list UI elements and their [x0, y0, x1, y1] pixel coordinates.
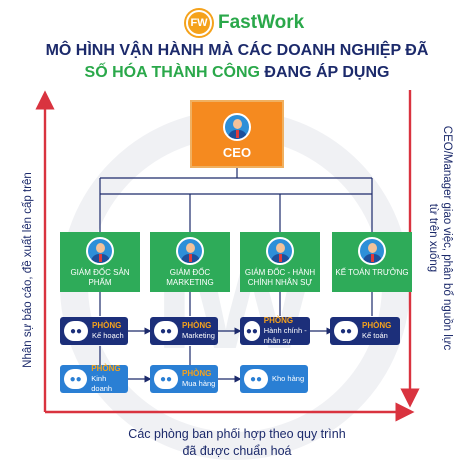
dept-name: Marketing [182, 331, 215, 340]
right-label-line2: từ trên xuống [427, 203, 439, 273]
manager-label: Giám đốc sản phẩm [70, 268, 130, 287]
left-side-label: Nhân sự báo cáo, đề xuất lên cấp trên [22, 172, 34, 368]
dept-head: PHÒNG [182, 369, 212, 378]
manager-box-hr: Giám đốc - hành chính nhân sự [240, 232, 320, 292]
logo-mark-icon: FW [186, 10, 212, 36]
manager-label: Kế toán trưởng [335, 268, 409, 277]
right-side-label: CEO/Manager giao việc, phân bổ nguồn lực… [426, 126, 454, 350]
dept-link-arrows [128, 327, 334, 383]
title-rest: ĐANG ÁP DỤNG [259, 64, 390, 81]
dept-head: PHÒNG [182, 321, 212, 330]
ceo-label: CEO [222, 145, 252, 160]
dept-name: Mua hàng [182, 379, 216, 388]
team-icon: ●● [244, 321, 260, 341]
manager-box-product: Giám đốc sản phẩm [60, 232, 140, 292]
team-icon: ●● [334, 321, 358, 341]
right-label-line1: CEO/Manager giao việc, phân bổ nguồn lực [441, 125, 453, 351]
bottom-caption-line1: Các phòng ban phối hợp theo quy trình [128, 427, 346, 441]
team-icon: ●● [154, 369, 178, 389]
logo-text: FastWork [218, 12, 305, 33]
manager-label: Giám đốc marketing [166, 268, 214, 287]
team-icon: ●● [244, 369, 268, 389]
team-icon: ●● [64, 369, 88, 389]
manager-avatar-icon [86, 237, 114, 265]
dept-name: Kế toán [362, 331, 388, 340]
manager-avatar-icon [358, 237, 386, 265]
page-title-line2: SỐ HÓA THÀNH CÔNG ĐANG ÁP DỤNG [0, 64, 474, 82]
dept-head: PHÒNG [92, 321, 122, 330]
team-icon: ●● [154, 321, 178, 341]
manager-label: Giám đốc - hành chính nhân sự [244, 268, 316, 287]
dept-head: PHÒNG [362, 321, 392, 330]
dept-head: PHÒNG [263, 316, 294, 325]
dept-name: Kế hoạch [92, 331, 124, 340]
title-highlight: SỐ HÓA THÀNH CÔNG [84, 64, 260, 81]
ceo-box: CEO [190, 100, 284, 168]
team-icon: ●● [64, 321, 88, 341]
org-tree-lines [99, 168, 373, 366]
manager-avatar-icon [176, 237, 204, 265]
manager-avatar-icon [266, 237, 294, 265]
dept-name: Kho hàng [272, 374, 305, 383]
manager-box-accounting: Kế toán trưởng [332, 232, 412, 292]
ceo-avatar-icon [223, 113, 251, 141]
page-title-line1: MÔ HÌNH VẬN HÀNH MÀ CÁC DOANH NGHIỆP ĐÃ [45, 42, 429, 59]
bottom-caption-line2: đã được chuẩn hoá [182, 444, 292, 458]
dept-warehouse: ●● Kho hàng [240, 365, 308, 393]
dept-name: Hành chính -nhân sự [263, 326, 307, 345]
dept-head: PHÒNG [91, 364, 121, 373]
manager-box-marketing: Giám đốc marketing [150, 232, 230, 292]
fastwork-logo: FW FastWork [186, 10, 304, 36]
dept-name: Kinh doanh [91, 374, 113, 393]
